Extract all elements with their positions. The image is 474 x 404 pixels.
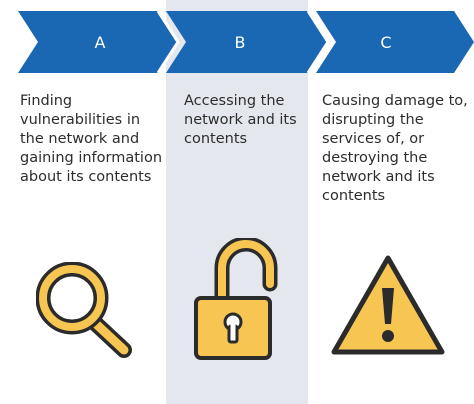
unlocked-padlock-icon	[194, 238, 278, 360]
warning-triangle-icon	[331, 255, 445, 355]
step-letter-c: C	[380, 33, 391, 52]
process-chevron-bar: A B C	[18, 10, 474, 74]
chevron-a	[18, 11, 178, 73]
chevron-b	[166, 11, 328, 73]
step-letter-a: A	[95, 33, 106, 52]
chevron-c	[316, 11, 474, 73]
magnifying-glass-icon	[36, 262, 132, 358]
step-a-description: Finding vulnerabilities in the network a…	[20, 93, 163, 185]
step-c-description: Causing damage to, disrupting the servic…	[322, 93, 468, 204]
step-b-description: Accessing the network and its contents	[184, 93, 297, 147]
step-letter-b: B	[235, 33, 246, 52]
